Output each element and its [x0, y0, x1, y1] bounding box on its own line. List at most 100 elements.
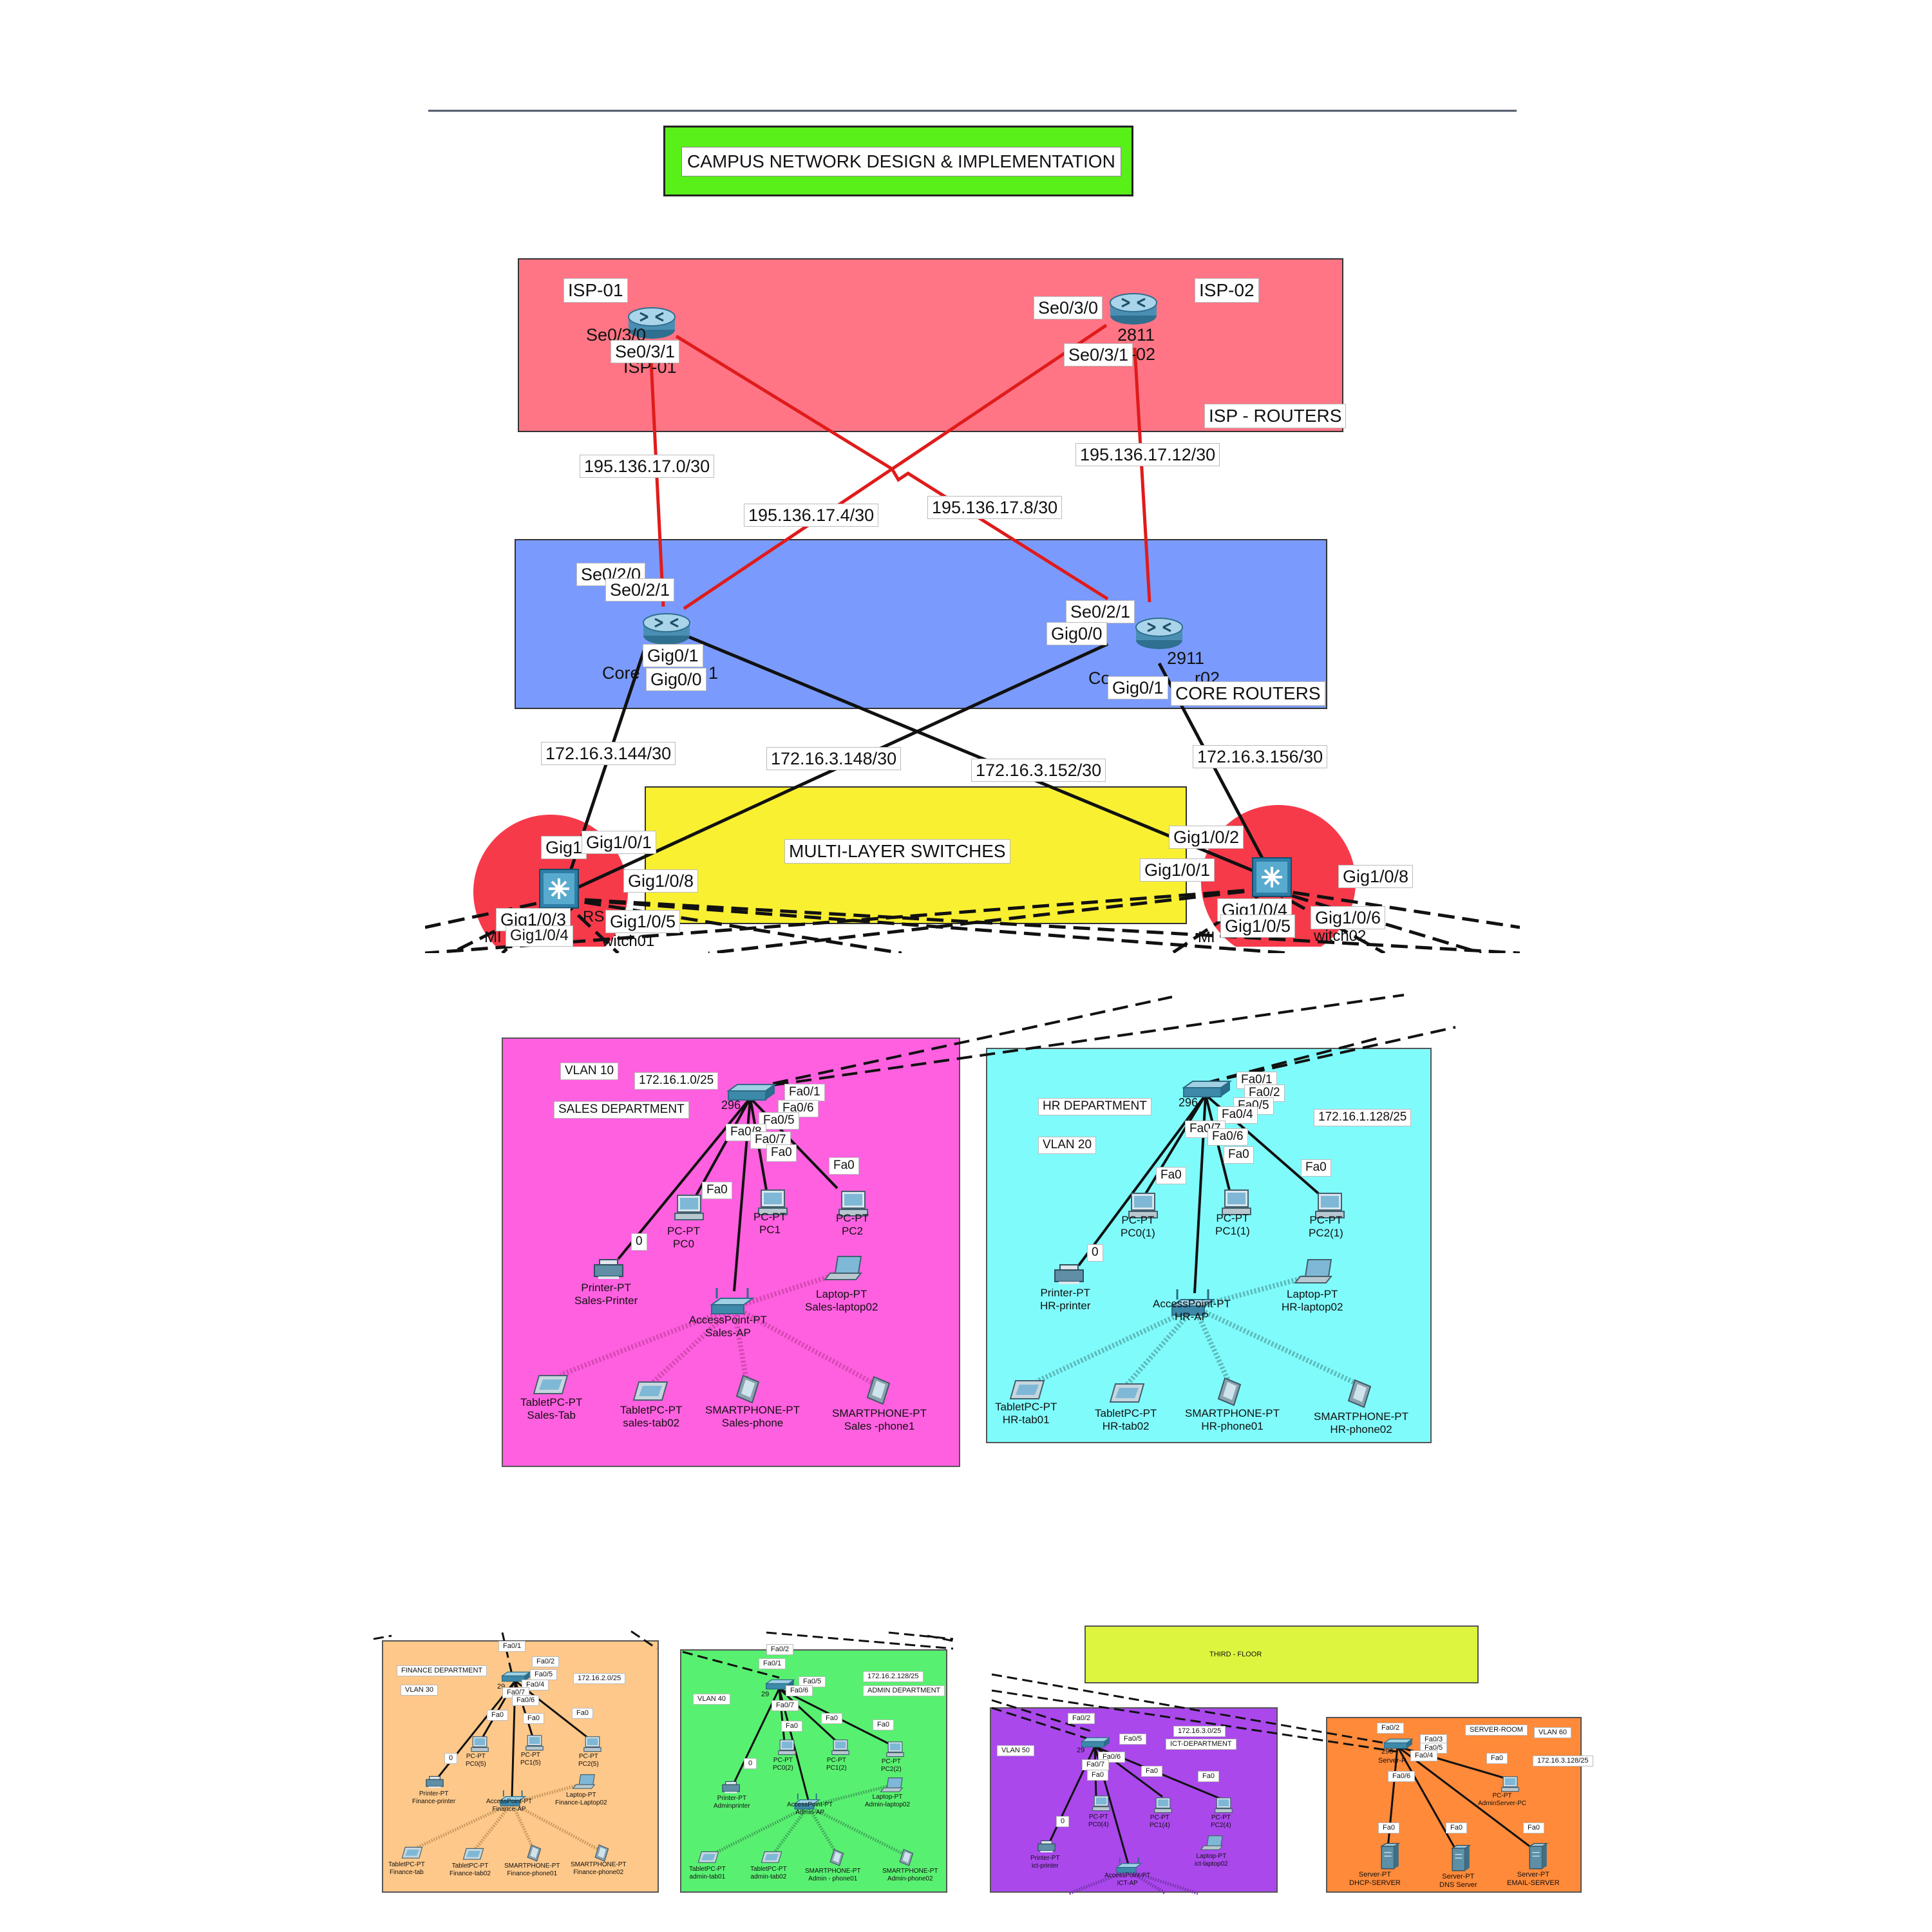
- core01-gig-b[interactable]: Gig0/0: [646, 668, 706, 692]
- hr-port-5[interactable]: Fa0/6: [1208, 1128, 1248, 1146]
- isp02-if-a[interactable]: Se0/3/0: [1034, 296, 1103, 320]
- admin-port-5[interactable]: Fa0: [821, 1713, 842, 1725]
- admin-port-6[interactable]: Fa0: [873, 1719, 894, 1731]
- server-dhcp-icon[interactable]: [1381, 1842, 1399, 1870]
- sales-port-0[interactable]: Fa0/1: [784, 1084, 825, 1101]
- finance-port-0[interactable]: Fa0/1: [498, 1641, 526, 1653]
- ict-pc2-icon[interactable]: [1215, 1797, 1233, 1814]
- hr-switch-icon[interactable]: [1183, 1081, 1231, 1097]
- server-email-icon[interactable]: [1529, 1842, 1548, 1870]
- isp02-if-b[interactable]: Se0/3/1: [1064, 343, 1133, 367]
- mls2-switch-icon[interactable]: [1251, 857, 1293, 898]
- finance-port-8[interactable]: Fa0: [572, 1708, 593, 1719]
- sales-port-5[interactable]: Fa0: [766, 1144, 797, 1162]
- admin-pc0-icon[interactable]: [778, 1739, 796, 1756]
- mls1-port-5[interactable]: Gig1/0/5: [605, 910, 681, 934]
- mls2-port-4[interactable]: Gig1/0/5: [1220, 914, 1296, 938]
- ict-pc0-icon[interactable]: [1092, 1795, 1110, 1812]
- sales-port-6[interactable]: Fa0: [702, 1182, 732, 1199]
- finance-port-5[interactable]: Fa0/6: [512, 1695, 540, 1707]
- finance-tab2-icon[interactable]: [462, 1848, 484, 1860]
- admin-pc1-icon[interactable]: [831, 1739, 849, 1756]
- sales-switch-icon[interactable]: [728, 1084, 775, 1101]
- mls2-port-0[interactable]: Gig1/0/2: [1169, 826, 1244, 849]
- server-port-1[interactable]: Fa0/3: [1420, 1734, 1448, 1746]
- server-port-3[interactable]: Fa0/4: [1410, 1750, 1438, 1762]
- server-admin-pc-icon[interactable]: [1501, 1776, 1519, 1792]
- admin-port-1[interactable]: Fa0/1: [759, 1658, 786, 1670]
- server-switch-icon[interactable]: [1384, 1738, 1413, 1749]
- mls2-port-1[interactable]: Gig1/0/1: [1140, 858, 1215, 882]
- server-port-2[interactable]: Fa0/5: [1420, 1743, 1448, 1754]
- ict-switch-icon[interactable]: [1081, 1737, 1110, 1748]
- ict-port-0[interactable]: Fa0/2: [1068, 1713, 1095, 1725]
- link-core1-mls2[interactable]: [682, 632, 1266, 878]
- ict-port-7[interactable]: 0: [1056, 1816, 1070, 1828]
- hr-port-8[interactable]: Fa0: [1301, 1159, 1331, 1177]
- core02-gig-b[interactable]: Gig0/1: [1108, 676, 1168, 700]
- sales-port-7[interactable]: Fa0: [829, 1157, 859, 1175]
- mls1-switch-icon[interactable]: [538, 868, 580, 909]
- core01-router-icon[interactable]: [642, 612, 691, 646]
- mls1-port-2[interactable]: Gig1/0/8: [623, 869, 699, 893]
- admin-port-0[interactable]: Fa0/2: [766, 1644, 794, 1656]
- hr-port-7[interactable]: Fa0: [1224, 1146, 1254, 1164]
- link-label-core2-mls1: 172.16.3.148/30: [766, 747, 902, 771]
- sales-tab2-icon[interactable]: [633, 1381, 668, 1401]
- finance-port-9[interactable]: 0: [444, 1753, 458, 1765]
- finance-pc2-icon[interactable]: [583, 1736, 601, 1752]
- finance-port-2[interactable]: Fa0/5: [530, 1669, 558, 1681]
- finance-port-1[interactable]: Fa0/2: [532, 1656, 560, 1668]
- link-isp2-core2[interactable]: [1133, 347, 1151, 603]
- ict-port-5[interactable]: Fa0: [1141, 1766, 1162, 1777]
- sales-tab1-icon[interactable]: [533, 1375, 568, 1394]
- server-port-0[interactable]: Fa0/2: [1377, 1723, 1405, 1734]
- hr-port-1[interactable]: Fa0/2: [1244, 1084, 1285, 1102]
- core01-se-b[interactable]: Se0/2/1: [605, 578, 675, 602]
- admin-port-7[interactable]: Fa0: [781, 1721, 802, 1732]
- core01-gig-a[interactable]: Gig0/1: [643, 644, 703, 668]
- ict-port-6[interactable]: Fa0: [1198, 1771, 1219, 1783]
- mls2-port-2[interactable]: Gig1/0/8: [1338, 865, 1414, 889]
- admin-port-4[interactable]: Fa0/7: [772, 1700, 799, 1712]
- finance-pc0-icon[interactable]: [471, 1736, 489, 1752]
- core02-se-b[interactable]: Se0/2/1: [1066, 600, 1135, 624]
- ict-pc1-icon[interactable]: [1154, 1797, 1172, 1814]
- mls1-port-4[interactable]: Gig1/0/4: [506, 925, 573, 947]
- server-port-7[interactable]: Fa0: [1446, 1823, 1467, 1834]
- core02-router-icon[interactable]: [1135, 617, 1184, 650]
- server-port-8[interactable]: Fa0: [1523, 1823, 1544, 1834]
- hr-tab2-icon[interactable]: [1110, 1383, 1144, 1403]
- finance-tab1-icon[interactable]: [401, 1846, 423, 1859]
- finance-port-7[interactable]: Fa0: [523, 1713, 544, 1725]
- isp01-if-b[interactable]: Se0/3/1: [611, 340, 680, 364]
- link-isp2-core1[interactable]: [683, 323, 1108, 611]
- hr-pc1-icon[interactable]: [1222, 1189, 1251, 1215]
- server-port-6[interactable]: Fa0: [1378, 1823, 1399, 1834]
- isp02-router-icon[interactable]: [1109, 292, 1158, 326]
- ict-port-1[interactable]: Fa0/5: [1119, 1734, 1147, 1745]
- sales-pc0-icon[interactable]: [674, 1195, 704, 1220]
- hr-tab1-icon[interactable]: [1010, 1380, 1045, 1399]
- admin-pc2-icon[interactable]: [886, 1741, 904, 1757]
- ict-port-3[interactable]: Fa0/7: [1082, 1759, 1110, 1771]
- admin-port-8[interactable]: 0: [744, 1758, 757, 1770]
- admin-tab2-icon[interactable]: [761, 1851, 782, 1863]
- finance-pc1-icon[interactable]: [526, 1735, 544, 1751]
- hr-port-6[interactable]: Fa0: [1156, 1167, 1186, 1184]
- finance-port-6[interactable]: Fa0: [487, 1710, 508, 1721]
- hr-port-9[interactable]: 0: [1087, 1244, 1103, 1262]
- server-dns-icon[interactable]: [1452, 1844, 1470, 1871]
- sales-port-8[interactable]: 0: [631, 1233, 647, 1251]
- server-port-4[interactable]: Fa0/6: [1388, 1771, 1416, 1783]
- core02-gig-a[interactable]: Gig0/0: [1046, 622, 1107, 646]
- server-port-5[interactable]: Fa0: [1486, 1753, 1508, 1765]
- mls1-port-0[interactable]: Gig1: [541, 836, 587, 860]
- ict-port-4[interactable]: Fa0: [1087, 1770, 1108, 1781]
- admin-tab1-icon[interactable]: [697, 1851, 719, 1863]
- mls1-port-1[interactable]: Gig1/0/1: [582, 831, 657, 855]
- mls2-port-5[interactable]: Gig1/0/6: [1311, 906, 1386, 930]
- admin-port-2[interactable]: Fa0/5: [799, 1676, 826, 1688]
- admin-port-3[interactable]: Fa0/6: [786, 1685, 813, 1697]
